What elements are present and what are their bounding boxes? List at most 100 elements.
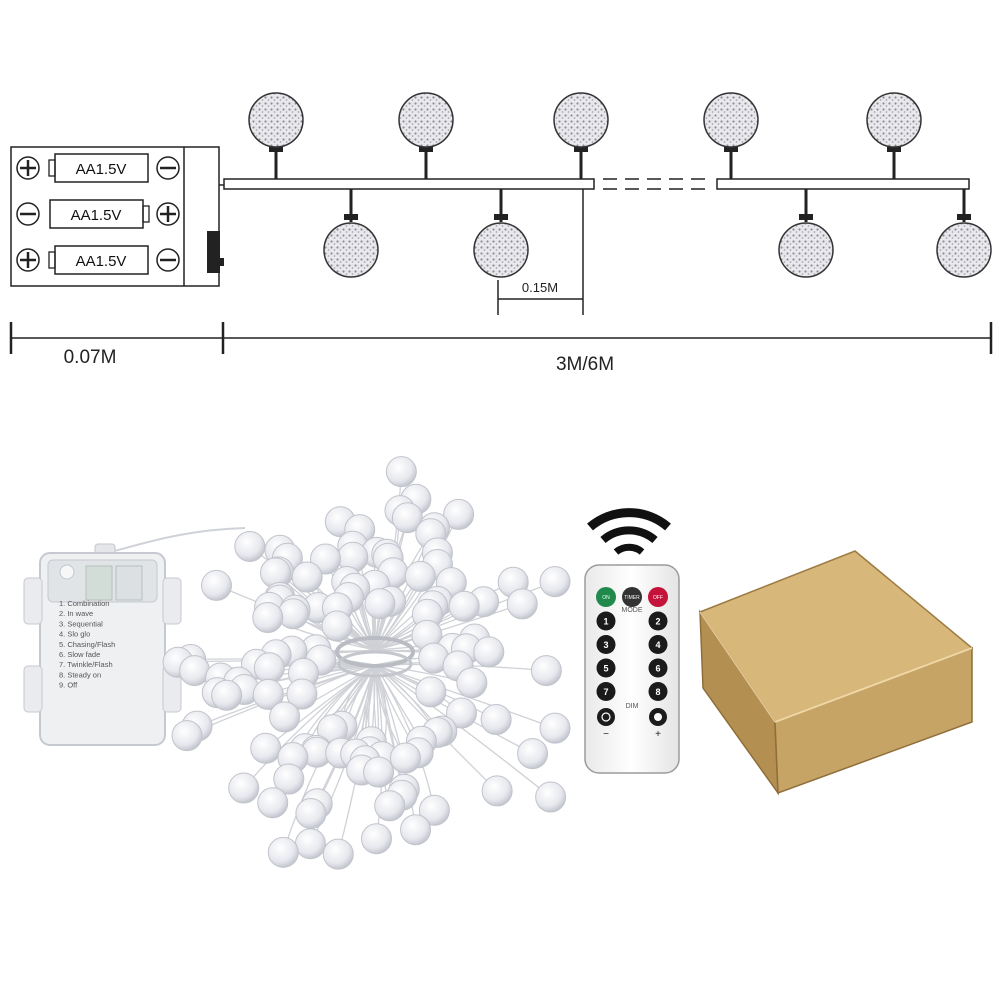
globe-bulb	[273, 763, 305, 795]
bulb	[553, 92, 609, 179]
globe-bulb	[517, 738, 549, 770]
globe-bulb	[321, 610, 353, 642]
svg-text:6: 6	[655, 664, 660, 674]
bulb	[936, 189, 992, 278]
minus-icon	[156, 248, 180, 272]
wire	[219, 178, 970, 190]
svg-text:1: 1	[603, 617, 608, 627]
switch-icon	[207, 231, 220, 273]
globe-bulb	[481, 775, 513, 807]
remote-key-1: 1	[596, 611, 616, 631]
globe-bulb	[535, 781, 567, 813]
dim-label: DIM	[626, 703, 639, 710]
globe-bulb	[385, 456, 417, 488]
globe-bulb	[446, 697, 478, 729]
svg-text:4: 4	[655, 640, 660, 650]
plus-icon	[156, 202, 180, 226]
mode-item: 1. Combination	[59, 599, 109, 608]
wireless-signal-icon	[587, 508, 671, 555]
length-dimension: 0.07M 3M/6M	[9, 322, 993, 375]
svg-text:OFF: OFF	[653, 595, 663, 601]
mode-item: 4. Slo glo	[59, 630, 90, 639]
mode-item: 7. Twinkle/Flash	[59, 660, 113, 669]
bulb	[323, 189, 379, 278]
bulb	[473, 189, 529, 278]
bottom-bulbs	[323, 189, 992, 278]
globe-bulb	[530, 655, 562, 687]
globe-bulb	[286, 678, 318, 710]
globe-bulb	[539, 712, 571, 744]
mode-item: 8. Steady on	[59, 670, 101, 679]
globe-bulb	[415, 676, 447, 708]
remote-key-8: 8	[648, 682, 668, 701]
svg-text:8: 8	[655, 687, 660, 697]
globe-bulb	[473, 636, 505, 668]
mode-item: 2. In wave	[59, 609, 93, 618]
globe-bulb	[267, 836, 299, 868]
bulb	[866, 92, 922, 179]
globe-bulb	[257, 787, 289, 819]
svg-text:3: 3	[603, 640, 608, 650]
battery-2-label: AA1.5V	[71, 207, 122, 224]
spacing-dimension: 0.15M	[497, 189, 584, 315]
string-length-label: 3M/6M	[556, 354, 614, 375]
battery-3-label: AA1.5V	[76, 253, 127, 270]
plus-icon	[16, 156, 40, 180]
svg-text:TIMER: TIMER	[624, 595, 640, 601]
globe-bulb	[228, 772, 260, 804]
bundle-globes	[162, 456, 571, 870]
globe-bulb	[404, 560, 436, 592]
globe-bulb	[389, 742, 421, 774]
remote-number-keys: 1 2 3 4 5 6 7 8	[596, 611, 668, 701]
globe-bulb	[391, 502, 423, 534]
globe-bulb	[234, 530, 266, 562]
remote-key-6: 6	[648, 658, 668, 678]
minus-icon	[156, 156, 180, 180]
globe-bulb	[456, 667, 488, 699]
globe-bulb	[171, 720, 203, 752]
minus-icon	[16, 202, 40, 226]
spacing-label: 0.15M	[522, 280, 558, 295]
globe-bulb	[443, 498, 475, 530]
sun-dim-icon	[601, 712, 611, 722]
sun-bright-icon	[654, 713, 662, 721]
remote-off-key: OFF	[648, 587, 668, 607]
globe-bulb	[200, 569, 232, 601]
mode-item: 9. Off	[59, 681, 78, 690]
remote-key-7: 7	[596, 682, 616, 701]
globe-bulb	[250, 732, 282, 764]
globe-bulb	[374, 790, 406, 822]
globe-bulb	[179, 655, 211, 687]
battery-2: AA1.5V	[16, 199, 180, 229]
svg-text:5: 5	[603, 664, 608, 674]
mode-label: MODE	[622, 607, 643, 614]
battery-3: AA1.5V	[16, 245, 180, 275]
globe-bulb	[253, 652, 285, 684]
mode-item: 5. Chasing/Flash	[59, 640, 115, 649]
bulb	[398, 92, 454, 179]
globe-bulb	[322, 838, 354, 870]
dim-up-key	[649, 708, 667, 726]
bulb	[703, 92, 759, 179]
remote-key-3: 3	[596, 635, 616, 654]
remote-key-2: 2	[648, 611, 668, 631]
cardboard-box	[698, 550, 974, 796]
globe-bulb	[364, 588, 396, 620]
light-wire	[374, 664, 552, 798]
globe-bulb	[252, 602, 284, 634]
globe-bulb	[539, 566, 571, 598]
top-bulbs	[248, 92, 922, 179]
globe-bulb	[295, 797, 327, 829]
globe-bulb	[400, 814, 432, 846]
globe-bulb	[269, 701, 301, 733]
remote-timer-key: TIMER	[622, 587, 642, 607]
light-wire	[374, 603, 523, 651]
lead-length-label: 0.07M	[64, 347, 117, 368]
plus-icon	[16, 248, 40, 272]
string-diagram: AA1.5V AA1.5V	[9, 92, 993, 375]
mode-item: 3. Sequential	[59, 619, 103, 628]
globe-bulb	[448, 590, 480, 622]
